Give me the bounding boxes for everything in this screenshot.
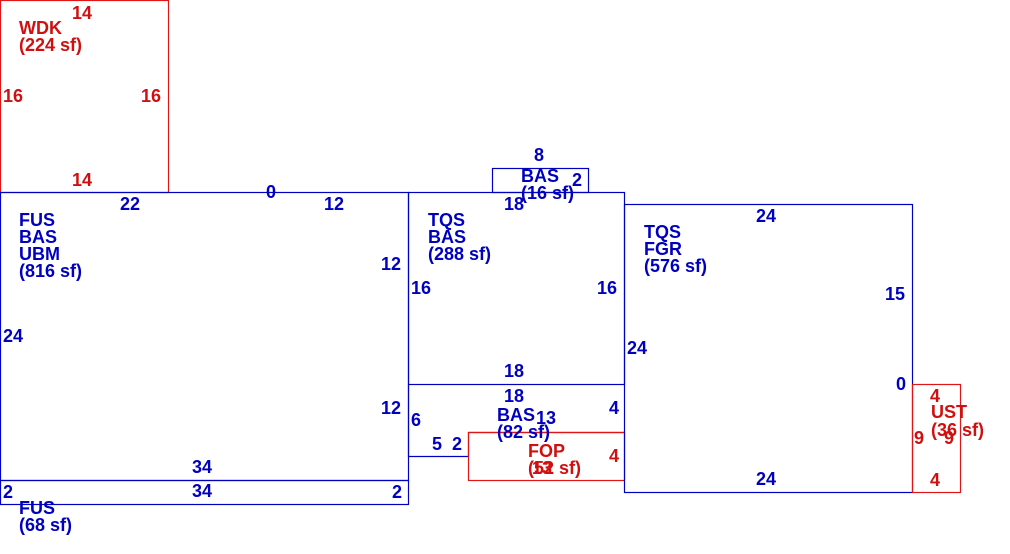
fus-bas-ubm-outline <box>0 191 410 482</box>
fus-bas-ubm-dim-left: 24 <box>3 326 23 346</box>
wdk-area: (224 sf) <box>19 35 82 55</box>
bas-lower-dim-top: 18 <box>504 386 524 406</box>
wdk-dim-left: 16 <box>3 86 23 106</box>
tqs-bas-area: (288 sf) <box>428 244 491 264</box>
tqs-fgr-dim-top: 24 <box>756 206 776 226</box>
fus-strip-dim-left: 2 <box>3 482 13 502</box>
tqs-fgr-line-2: FGR <box>644 239 682 259</box>
fus-bas-ubm-dim-top-a: 22 <box>120 194 140 214</box>
fus-bas-ubm-dim-right-a: 12 <box>381 254 401 274</box>
fus-bas-ubm-dim-bottom: 34 <box>192 457 212 477</box>
ust-dim-left: 9 <box>914 428 924 448</box>
bas-lower-dim-bottom-a: 5 <box>432 434 442 454</box>
fop-dim-right: 4 <box>609 446 619 466</box>
bas-small-dim-top: 8 <box>534 145 544 165</box>
bas-lower-dim-bottom-b: 2 <box>452 434 462 454</box>
fus-strip-dim-top: 34 <box>192 481 212 501</box>
bas-lower-dim-inner: 13 <box>536 408 556 428</box>
tqs-fgr-dim-right-b: 0 <box>896 374 906 394</box>
fop-overlap-text: 13 <box>532 458 552 478</box>
tqs-fgr-outline <box>623 203 914 494</box>
wdk-name: WDK <box>19 18 62 38</box>
wdk-dim-top: 14 <box>72 3 92 23</box>
ust-outline <box>911 383 962 494</box>
fus-bas-ubm-line-1: FUS <box>19 210 55 230</box>
fus-bas-ubm-dim-top-c: 12 <box>324 194 344 214</box>
fus-bas-ubm-line-3: UBM <box>19 244 60 264</box>
ust-dim-right: 9 <box>944 428 954 448</box>
tqs-bas-dim-top: 18 <box>504 194 524 214</box>
tqs-fgr-dim-right: 15 <box>885 284 905 304</box>
fus-bas-ubm-dim-right-b: 12 <box>381 398 401 418</box>
wdk-dim-right: 16 <box>141 86 161 106</box>
bas-lower-dim-right: 4 <box>609 398 619 418</box>
fus-strip-name: FUS <box>19 498 55 518</box>
fus-bas-ubm-dim-top-b: 0 <box>266 182 276 202</box>
tqs-bas-dim-left: 16 <box>411 278 431 298</box>
fus-strip-area: (68 sf) <box>19 515 72 535</box>
bas-lower-name: BAS <box>497 405 535 425</box>
wdk-dim-bottom: 14 <box>72 170 92 190</box>
fus-bas-ubm-line-2: BAS <box>19 227 57 247</box>
ust-dim-top: 4 <box>930 386 940 406</box>
bas-lower-area: (82 sf) <box>497 422 550 442</box>
bas-lower-dim-left: 6 <box>411 410 421 430</box>
fop-area: (52 sf) <box>528 458 581 478</box>
tqs-fgr-line-1: TQS <box>644 222 681 242</box>
tqs-fgr-dim-left: 24 <box>627 338 647 358</box>
ust-dim-bottom: 4 <box>930 470 940 490</box>
ust-area: (36 sf) <box>931 420 984 440</box>
tqs-bas-dim-bottom: 18 <box>504 361 524 381</box>
bas-small-area: (16 sf) <box>521 183 574 203</box>
bas-small-dim-right: 2 <box>572 170 582 190</box>
fus-strip-outline <box>0 479 410 506</box>
tqs-bas-dim-right: 16 <box>597 278 617 298</box>
fus-bas-ubm-area: (816 sf) <box>19 261 82 281</box>
ust-name: UST <box>931 402 967 422</box>
tqs-bas-line-1: TQS <box>428 210 465 230</box>
fus-strip-dim-right: 2 <box>392 482 402 502</box>
tqs-fgr-area: (576 sf) <box>644 256 707 276</box>
tqs-fgr-dim-bottom: 24 <box>756 469 776 489</box>
tqs-bas-line-2: BAS <box>428 227 466 247</box>
fop-name: FOP <box>528 441 565 461</box>
bas-small-name: BAS <box>521 166 559 186</box>
